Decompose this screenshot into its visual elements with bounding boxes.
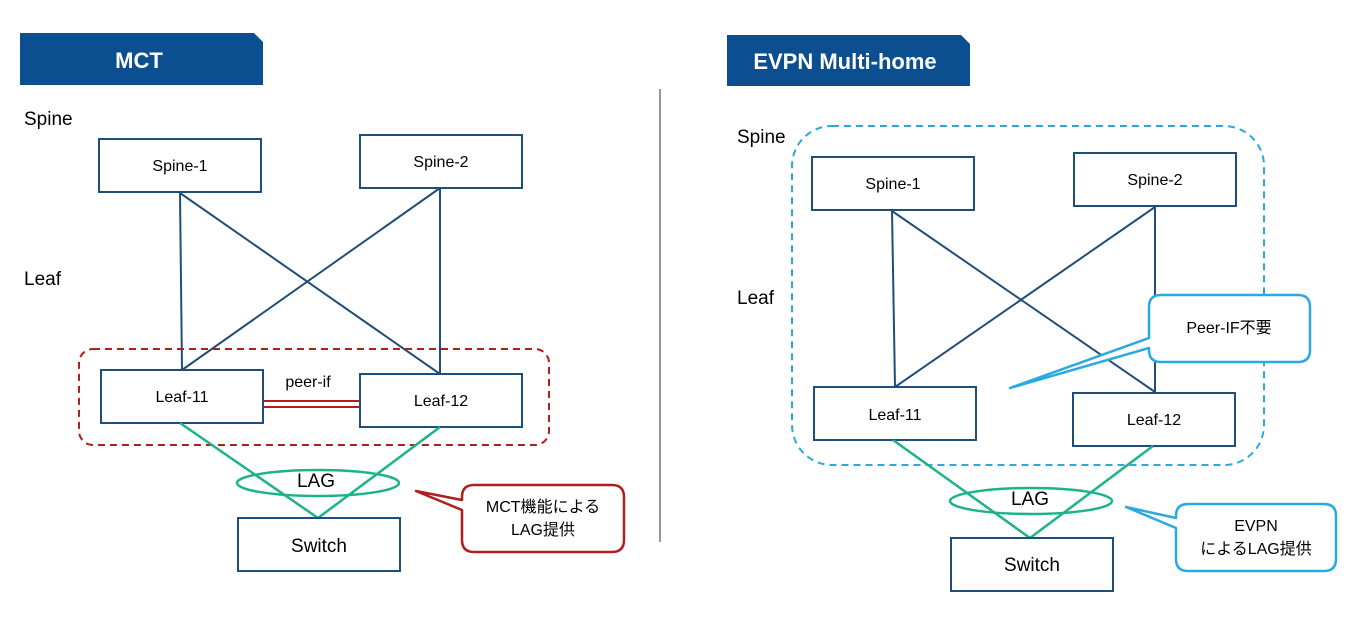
- mct-header-bg: [20, 33, 263, 85]
- evpn-lag-label: LAG: [1011, 489, 1049, 510]
- evpn-lag-callout-line-1: EVPN: [1234, 518, 1278, 535]
- evpn-link-spine1-leaf11: [891, 210, 896, 388]
- evpn-cluster-boundary: [791, 125, 1265, 466]
- mct-spine-label: Spine: [24, 109, 73, 130]
- mct-peer-if-label: peer-if: [285, 374, 331, 391]
- evpn-lag-link-leaf11: [892, 438, 1031, 540]
- mct-panel: MCT Spine Leaf Spine-1 Spine-2 peer-if L…: [20, 33, 626, 572]
- mct-leaf-11-node: Leaf-11: [100, 369, 264, 424]
- evpn-leaf-12-label: Leaf-12: [1127, 412, 1181, 429]
- mct-link-spine1-leaf12: [179, 192, 441, 375]
- evpn-peer-if-callout-text: Peer-IF不要: [1186, 319, 1271, 337]
- evpn-spine-label: Spine: [737, 127, 786, 148]
- mct-leaf-12-label: Leaf-12: [414, 393, 468, 410]
- evpn-spine-2-label: Spine-2: [1127, 172, 1182, 189]
- evpn-switch-label: Switch: [1004, 555, 1060, 576]
- mct-switch-label: Switch: [291, 536, 347, 557]
- mct-switch-node: Switch: [237, 517, 401, 572]
- evpn-leaf-11-node: Leaf-11: [813, 386, 977, 441]
- mct-spine-2-label: Spine-2: [413, 154, 468, 171]
- evpn-lag-callout-line-2: によるLAG提供: [1200, 540, 1312, 558]
- mct-leaf-11-label: Leaf-11: [155, 389, 208, 406]
- evpn-spine-1-label: Spine-1: [865, 176, 920, 193]
- evpn-panel: EVPN Multi-home Spine Leaf Spine-1 Spine…: [727, 35, 1338, 592]
- mct-callout-line-2: LAG提供: [511, 521, 575, 539]
- mct-spine-2-node: Spine-2: [359, 134, 523, 189]
- evpn-spine-2-node: Spine-2: [1073, 152, 1237, 207]
- mct-lag-label: LAG: [297, 471, 335, 492]
- evpn-peer-if-callout-bubble: [1008, 293, 1312, 390]
- mct-leaf-label: Leaf: [24, 269, 62, 290]
- mct-lag-ellipse: [235, 468, 401, 498]
- mct-spine-1-node: Spine-1: [98, 138, 262, 193]
- mct-spine-1-label: Spine-1: [152, 158, 207, 175]
- mct-leaf-12-node: Leaf-12: [359, 373, 523, 428]
- evpn-lag-callout-bubble: [1124, 502, 1338, 573]
- mct-lag-link-leaf12: [317, 425, 441, 520]
- evpn-link-spine1-leaf12: [891, 210, 1156, 393]
- evpn-switch-node: Switch: [950, 537, 1114, 592]
- mct-link-spine2-leaf11: [181, 187, 441, 371]
- mct-cluster-boundary: [78, 348, 550, 446]
- mct-link-spine1-leaf11: [179, 192, 183, 371]
- evpn-header-bg: [727, 35, 970, 86]
- mct-lag-link-leaf11: [179, 421, 319, 520]
- evpn-leaf-11-label: Leaf-11: [868, 407, 921, 424]
- evpn-lag-ellipse: [948, 486, 1114, 516]
- mct-header-title: MCT: [115, 48, 163, 73]
- evpn-spine-1-node: Spine-1: [811, 156, 975, 211]
- mct-callout-line-1: MCT機能による: [486, 498, 600, 516]
- evpn-leaf-label: Leaf: [737, 288, 775, 309]
- mct-callout-bubble: [414, 483, 626, 554]
- evpn-link-spine2-leaf11: [894, 206, 1156, 388]
- evpn-leaf-12-node: Leaf-12: [1072, 392, 1236, 447]
- evpn-header-title: EVPN Multi-home: [753, 49, 936, 74]
